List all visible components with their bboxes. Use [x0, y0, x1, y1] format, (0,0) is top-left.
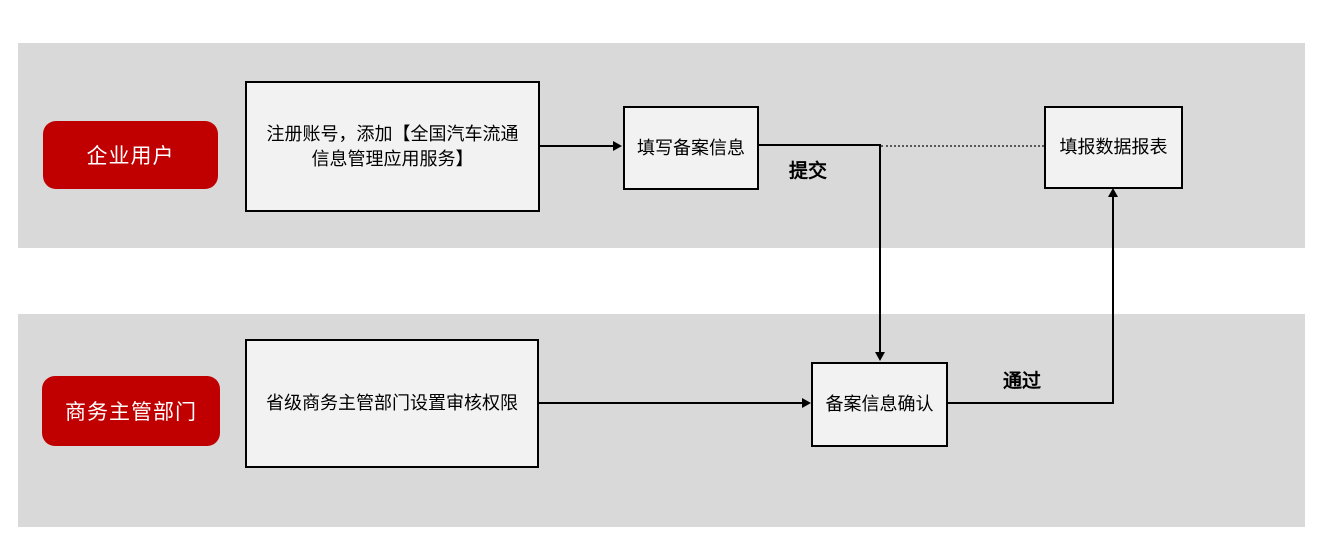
node-fill-filing-info: 填写备案信息	[623, 106, 759, 190]
arrowhead-right-icon	[613, 141, 622, 151]
node-confirm-filing-info: 备案信息确认	[811, 362, 948, 447]
edge-label-submit: 提交	[789, 161, 828, 182]
lane-label-enterprise-user: 企业用户	[43, 121, 218, 189]
node-report-data: 填报数据报表	[1044, 106, 1183, 189]
arrowhead-up-icon	[1108, 188, 1118, 197]
connector-pass-vertical	[1112, 196, 1114, 404]
node-fill-filing-info-text: 填写备案信息	[637, 137, 745, 158]
node-set-review-authority-text: 省级商务主管部门设置审核权限	[266, 393, 518, 414]
edge-label-pass: 通过	[1003, 371, 1042, 392]
connector-authority-to-confirm	[539, 402, 803, 404]
arrowhead-right-icon	[802, 398, 811, 408]
connector-submit-vertical	[879, 144, 881, 354]
connector-dotted-to-report	[881, 145, 1044, 147]
node-confirm-filing-info-text: 备案信息确认	[825, 394, 934, 415]
connector-register-to-fill	[540, 145, 614, 147]
lane-label-enterprise-user-text: 企业用户	[86, 145, 175, 168]
node-set-review-authority: 省级商务主管部门设置审核权限	[245, 339, 539, 468]
lane-label-commerce-department-text: 商务主管部门	[65, 401, 197, 424]
lane-commerce-department	[18, 314, 1305, 527]
connector-pass-horizontal	[948, 402, 1114, 404]
lane-label-commerce-department: 商务主管部门	[42, 376, 220, 446]
node-report-data-text: 填报数据报表	[1059, 137, 1168, 158]
connector-submit-horizontal	[759, 144, 881, 146]
node-register-account: 注册账号，添加【全国汽车流通 信息管理应用服务】	[245, 81, 540, 212]
arrowhead-down-icon	[875, 352, 885, 361]
node-register-account-text: 注册账号，添加【全国汽车流通 信息管理应用服务】	[266, 124, 519, 169]
